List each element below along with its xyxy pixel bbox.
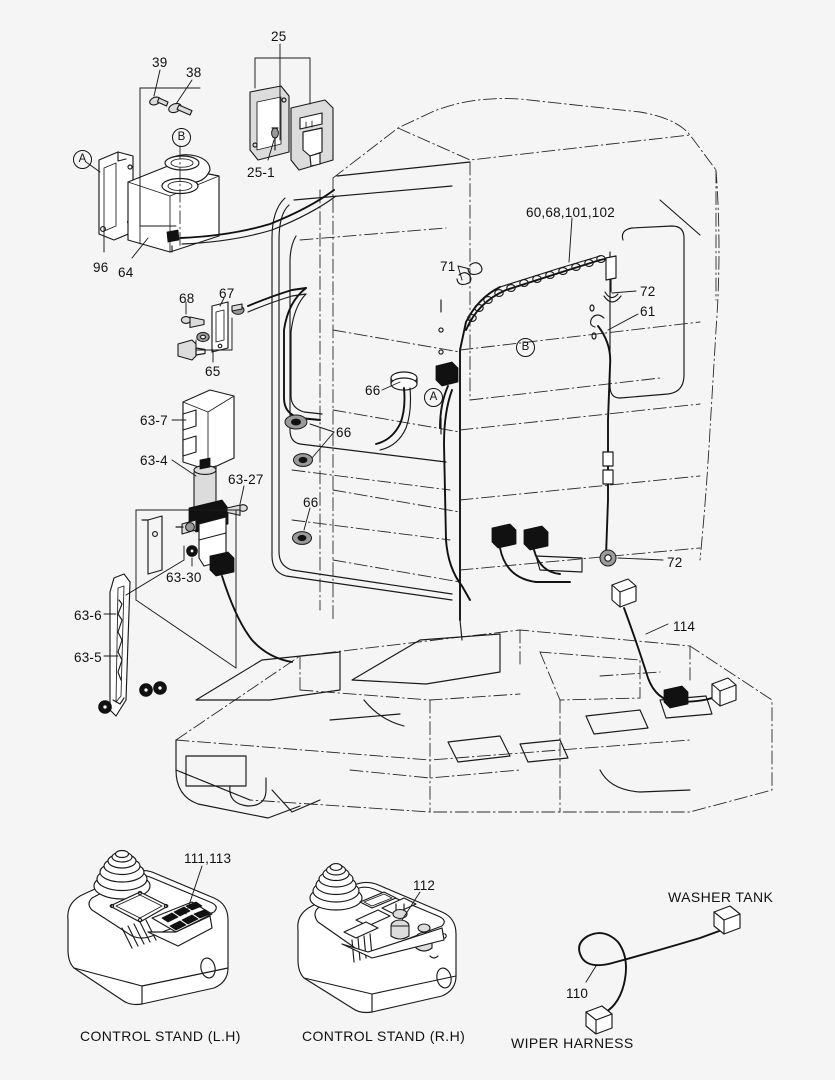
cab-harness-60-68-101-102 <box>435 255 622 601</box>
callout-25: 25 <box>271 29 287 44</box>
harness-clips <box>467 255 606 322</box>
caption-control-stand-rh: CONTROL STAND (R.H) <box>302 1028 466 1044</box>
callout-67: 67 <box>219 286 235 301</box>
leader-lines <box>85 43 669 983</box>
callout-63-27: 63-27 <box>228 472 264 487</box>
callout-63-6: 63-6 <box>74 608 102 623</box>
callout-110: 110 <box>566 986 589 1001</box>
callout-111-113: 111,113 <box>184 851 232 866</box>
callout-72-upper: 72 <box>640 284 656 299</box>
callout-66-upper: 66 <box>365 383 381 398</box>
screws-39-38 <box>149 96 193 116</box>
callout-39: 39 <box>152 55 168 70</box>
callout-71: 71 <box>440 259 456 274</box>
callout-72-lower: 72 <box>667 555 683 570</box>
section-balloon-b-cab: B <box>516 338 535 357</box>
wiper-motor-assembly <box>175 389 293 663</box>
callout-61: 61 <box>640 304 656 319</box>
callout-63-30: 63-30 <box>166 570 202 585</box>
callout-66-middle: 66 <box>336 425 352 440</box>
callout-63-7: 63-7 <box>140 413 168 428</box>
callout-68: 68 <box>179 291 195 306</box>
callout-114: 114 <box>673 619 696 634</box>
joystick-boot-lh <box>93 849 151 900</box>
callout-65: 65 <box>205 364 221 379</box>
caption-washer-tank: WASHER TANK <box>668 889 774 905</box>
callout-63-5: 63-5 <box>74 650 102 665</box>
joystick-boot-rh <box>309 863 363 911</box>
cab-floor-frame <box>175 629 773 819</box>
callout-66-lower: 66 <box>303 495 319 510</box>
harness-114 <box>611 578 737 709</box>
callout-60-68-101-102: 60,68,101,102 <box>526 205 615 220</box>
grommets-66 <box>284 371 418 545</box>
mirror-assembly-25 <box>249 85 334 171</box>
switch-bank-lh <box>161 901 211 931</box>
wiper-harness-110 <box>578 905 741 1035</box>
control-stand-rh <box>297 863 457 1014</box>
callout-25-1: 25-1 <box>247 165 275 180</box>
caption-control-stand-lh: CONTROL STAND (L.H) <box>80 1028 241 1044</box>
section-balloon-a-upper: A <box>73 150 92 169</box>
section-balloon-b-upper: B <box>172 128 191 147</box>
caption-wiper-harness: WIPER HARNESS <box>511 1035 634 1051</box>
washer-hose-lower <box>375 387 412 451</box>
callout-63-4: 63-4 <box>140 453 168 468</box>
nozzle-bracket-assembly <box>177 287 323 421</box>
callout-38: 38 <box>186 65 202 80</box>
wiper-arm-blade <box>98 515 167 717</box>
section-balloon-a-cab: A <box>424 388 443 407</box>
callout-64: 64 <box>118 265 134 280</box>
cab-body-group <box>175 98 773 819</box>
callout-96: 96 <box>93 260 109 275</box>
callout-112: 112 <box>413 878 436 893</box>
control-stand-lh <box>67 849 229 1006</box>
